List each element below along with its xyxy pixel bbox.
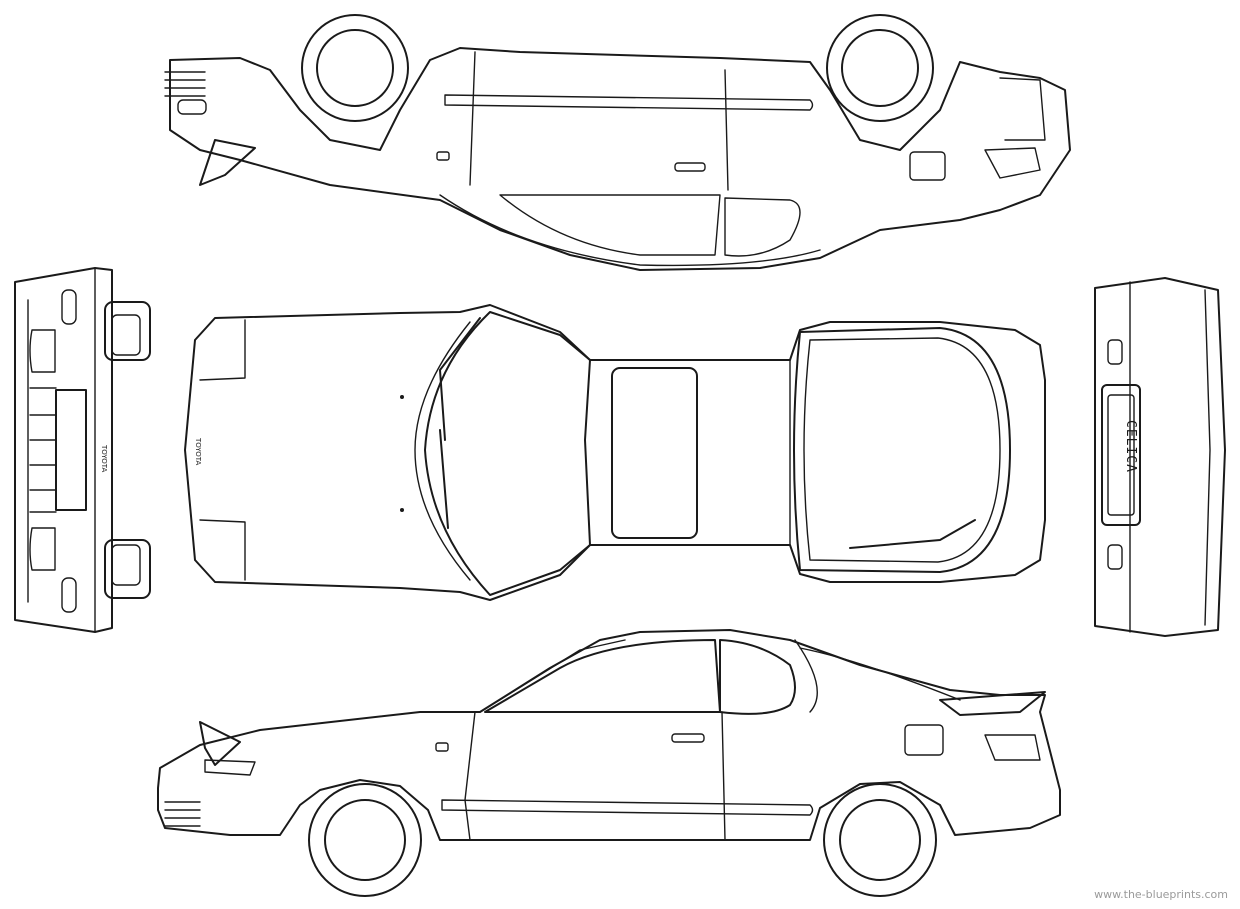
air-intake-left [29,329,56,373]
wheel-front-side-outer [308,783,422,897]
side-molding-side [441,799,814,816]
wiper-right [439,429,449,529]
rear-spoiler [939,691,1046,716]
hood-mark-2 [400,508,404,512]
rear-wiper [849,519,976,549]
c-pillar [794,639,961,713]
quarter-window-side [719,639,796,715]
rear-window-inner [803,337,1001,563]
front-badge: TOYOTA [100,444,108,473]
door-handle [674,162,706,172]
sunroof [611,367,698,539]
wheel-front-inner [316,29,394,107]
spoiler [199,139,256,186]
top-badge: TOYOTA [194,437,202,466]
foglamp-left [61,289,77,325]
side-view-flipped [164,14,1071,271]
rear-bumper [999,77,1046,141]
foglamp-right [61,577,77,613]
front-lamp [177,99,207,115]
wiper-left [439,317,481,441]
wheel-rear-outer [826,14,934,122]
wheel-rear-inner [841,29,919,107]
front-bumper-inner [27,267,96,633]
tail-lamp-side [984,734,1041,761]
fuel-door-side [904,724,944,756]
front-spoiler-flap [199,721,241,766]
side-view [157,629,1061,897]
rear-window [499,194,721,256]
rear-plate-inner [1107,394,1135,516]
front-view: TOYOTA [14,267,151,633]
license-plate [55,389,87,511]
body-outline-side [157,629,1061,841]
headlamp-right-inner [111,544,141,586]
headlamp-left-inner [111,314,141,356]
headlamp-side [204,759,256,776]
rear-outline [1094,277,1226,637]
side-window [484,639,721,713]
grille-slats [29,387,57,513]
watermark: www.the-blueprints.com [1094,888,1228,901]
windshield-inner [414,321,471,581]
hood-mark-1 [400,395,404,399]
top-view: TOYOTA [184,304,1046,601]
front-grille-side [164,801,201,827]
side-marker-side [435,742,449,752]
side-molding [444,94,814,111]
roof-panel [589,359,791,546]
tail-lamp-upper [1107,339,1123,365]
door-line [469,51,729,191]
headlamp-right [104,539,151,599]
roof-line [439,194,821,267]
fuel-door [909,151,946,181]
rear-view: CELICA [1094,277,1226,637]
door-handle-side [671,733,705,743]
rear-model-badge: CELICA [1123,420,1138,473]
wheel-front-outer [301,14,409,122]
tail-lamp [984,147,1041,179]
door-line-side [464,711,726,841]
hood-line [199,319,246,581]
air-intake-right [29,527,56,571]
body-outline [169,47,1071,271]
quarter-window [724,197,801,257]
wheel-front-side-inner [324,799,406,881]
tail-lamp-lower [1107,544,1123,570]
headlamp-left [104,301,151,361]
rear-plate [1101,384,1141,526]
side-marker [436,151,450,161]
wheel-rear-side-inner [839,799,921,881]
top-outline [184,304,1046,601]
windshield [424,311,591,596]
rear-window-top [793,327,1011,573]
wheel-rear-side-outer [823,783,937,897]
front-grille [164,71,206,97]
windshield-side [479,639,626,713]
rear-bumper-line [1129,281,1211,633]
